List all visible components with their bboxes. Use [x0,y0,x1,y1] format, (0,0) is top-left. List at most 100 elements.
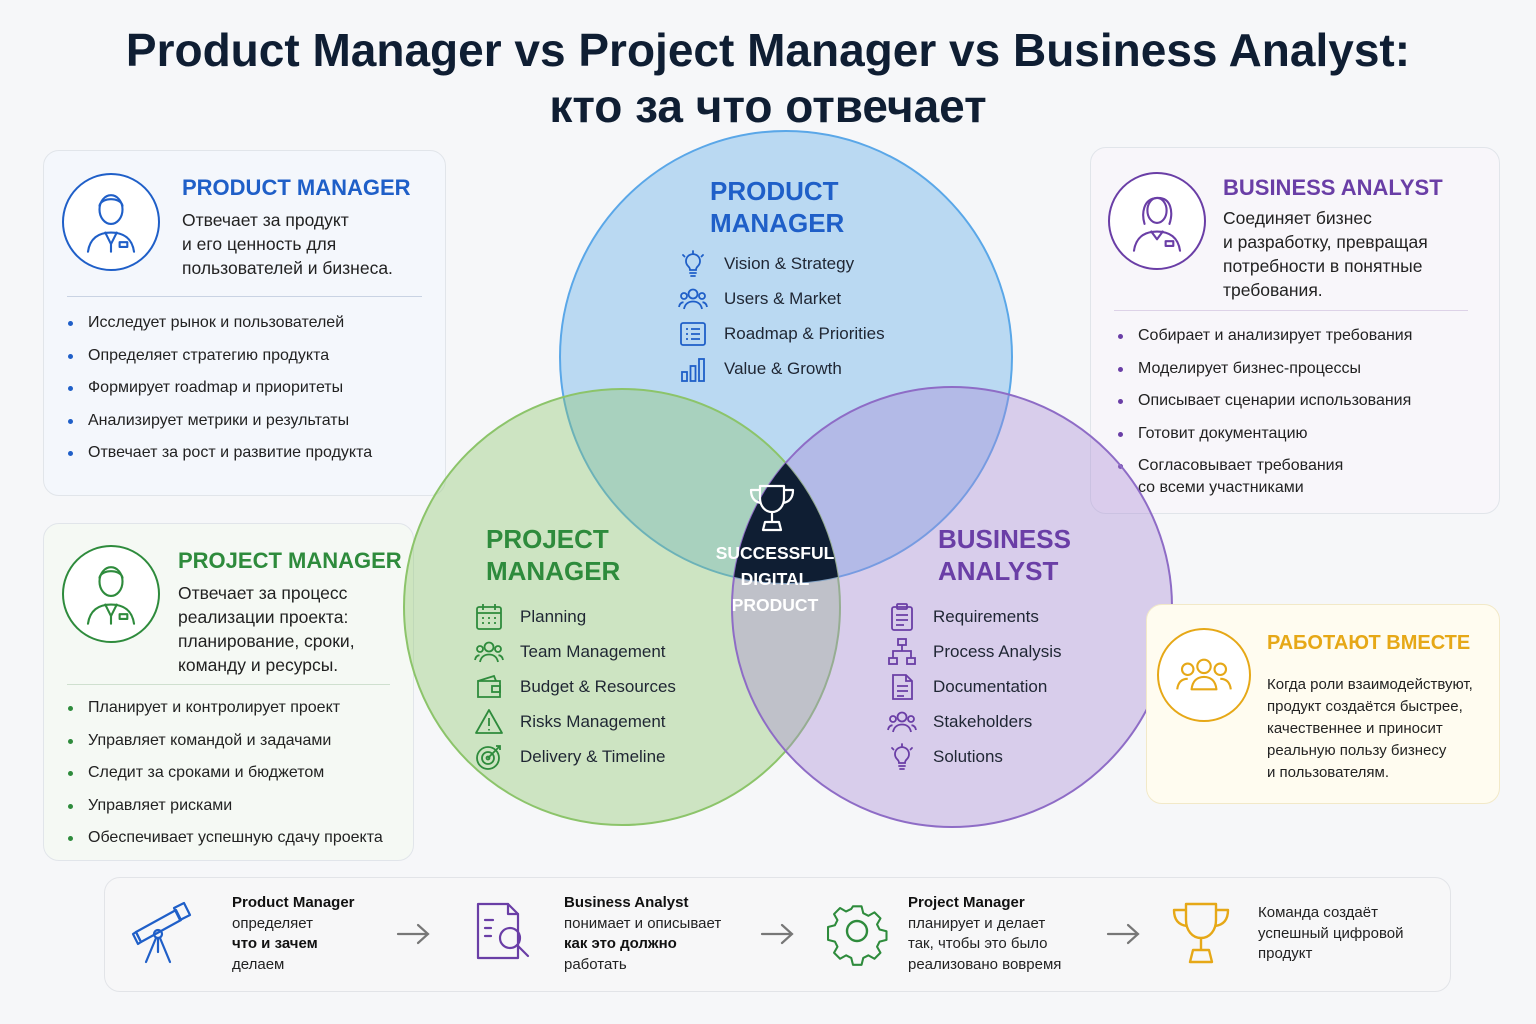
desc-line: требования. [1223,280,1323,300]
venn-item: Stakeholders [887,704,1062,739]
venn-item: Users & Market [678,281,885,316]
divider [67,296,422,297]
venn-item-label: Documentation [933,676,1048,696]
project-manager-circle [403,388,841,826]
venn-item: Planning [474,599,676,634]
bar-chart-icon [678,354,708,384]
venn-analyst-items: Requirements Process Analysis Documentat… [887,599,1062,774]
page-title: Product Manager vs Project Manager vs Bu… [0,22,1536,134]
list-item: Готовит документацию [1116,424,1412,457]
venn-item-label: Risks Management [520,711,666,731]
product-manager-bullets: Исследует рынок и пользователей Определя… [66,313,372,476]
label-line: MANAGER [710,208,845,238]
flow-step-line: как это должно [564,935,677,952]
flow-step-line: определяет [232,914,314,932]
desc-line: продукт создаётся быстрее, [1267,698,1463,715]
flow-step-line: понимает и описывает [564,914,722,932]
desc-line: качественнее и приносит [1267,720,1443,737]
venn-item-label: Users & Market [724,288,842,308]
venn-item-label: Vision & Strategy [724,253,855,273]
desc-line: и разработку, превращая [1223,232,1428,252]
list-item: Следит за сроками и бюджетом [66,763,383,796]
venn-item: Solutions [887,739,1062,774]
flow-step-line: что и зачем [232,935,318,952]
divider [67,684,390,685]
desc-line: Когда роли взаимодействуют, [1267,676,1473,693]
list-item: Отвечает за рост и развитие продукта [66,443,372,476]
center-label: SUCCESSFUL DIGITAL PRODUCT [700,540,850,618]
business-analyst-bullets: Собирает и анализирует требования Модели… [1116,326,1412,511]
gear-icon [822,896,892,966]
flow-step-line: работать [564,955,627,973]
document-icon [887,672,917,702]
flow-step-line: успешный цифровой [1258,924,1404,942]
desc-line: и пользователям. [1267,764,1390,781]
list-item: Управляет рисками [66,796,383,829]
clipboard-icon [887,602,917,632]
desc-line: планирование, сроки, [178,631,355,651]
flow-step-title: Product Manager [232,894,355,911]
venn-item: Risks Management [474,704,676,739]
center-line: SUCCESSFUL [715,543,835,563]
trophy-icon [742,478,802,538]
venn-item-label: Value & Growth [724,358,842,378]
business-analyst-heading: BUSINESS ANALYST [1223,175,1443,200]
flowchart-icon [887,637,917,667]
project-manager-desc: Отвечает за процесс реализации проекта: … [178,581,355,677]
together-heading: РАБОТАЮТ ВМЕСТЕ [1267,632,1471,654]
product-manager-heading: PRODUCT MANAGER [182,175,411,200]
flow-step-4-text: Команда создаёт успешный цифровой продук… [1258,903,1403,965]
flow-step-line: реализовано вовремя [908,955,1062,973]
target-icon [474,742,504,772]
divider [1114,310,1468,311]
desc-line: потребности в понятные [1223,256,1423,276]
venn-item: Process Analysis [887,634,1062,669]
title-line-2: кто за что отвечает [549,80,987,132]
venn-item-label: Delivery & Timeline [520,746,666,766]
warning-icon [474,707,504,737]
venn-item: Documentation [887,669,1062,704]
list-item: Собирает и анализирует требования [1116,326,1412,359]
business-analyst-avatar-icon [1108,172,1206,270]
flow-step-title: Project Manager [908,894,1025,911]
flow-step-line: так, чтобы это было [908,935,1048,952]
label-line: PROJECT [486,524,609,554]
venn-item: Team Management [474,634,676,669]
venn-item: Value & Growth [678,351,885,386]
venn-analyst-label: BUSINESS ANALYST [938,523,1071,587]
flow-step-line: продукт [1258,945,1313,962]
group-icon [1157,628,1251,722]
venn-item: Requirements [887,599,1062,634]
venn-item-label: Planning [520,606,587,626]
flow-step-line: Команда создаёт [1258,904,1378,921]
desc-line: Отвечает за процесс [178,583,348,603]
project-manager-avatar-icon [62,545,160,643]
document-search-icon [472,898,542,968]
venn-item: Roadmap & Priorities [678,316,885,351]
list-item: Обеспечивает успешную сдачу проекта [66,828,383,861]
venn-project-label: PROJECT MANAGER [486,523,620,587]
users-icon [678,284,708,314]
together-desc: Когда роли взаимодействуют, продукт созд… [1267,674,1495,784]
list-item: Исследует рынок и пользователей [66,313,372,346]
center-line: DIGITAL [740,569,810,589]
label-line: MANAGER [486,556,621,586]
flow-step-title: Business Analyst [564,894,689,911]
desc-line: пользователей и бизнеса. [182,258,393,278]
venn-product-label: PRODUCT MANAGER [710,175,844,239]
label-line: PRODUCT [710,176,839,206]
desc-line: реальную пользу бизнесу [1267,742,1447,759]
label-line: BUSINESS [938,524,1071,554]
lightbulb-icon [887,742,917,772]
team-icon [474,637,504,667]
title-line-1: Product Manager vs Project Manager vs Bu… [125,24,1411,76]
venn-item-label: Process Analysis [933,641,1062,661]
venn-item-label: Stakeholders [933,711,1033,731]
arrow-right-icon [394,919,434,949]
wallet-icon [474,672,504,702]
trophy-icon [1166,898,1236,968]
venn-product-items: Vision & Strategy Users & Market Roadmap… [678,246,885,386]
list-item: Моделирует бизнес-процессы [1116,359,1412,392]
venn-item-label: Budget & Resources [520,676,676,696]
flow-step-line: планирует и делает [908,914,1046,932]
